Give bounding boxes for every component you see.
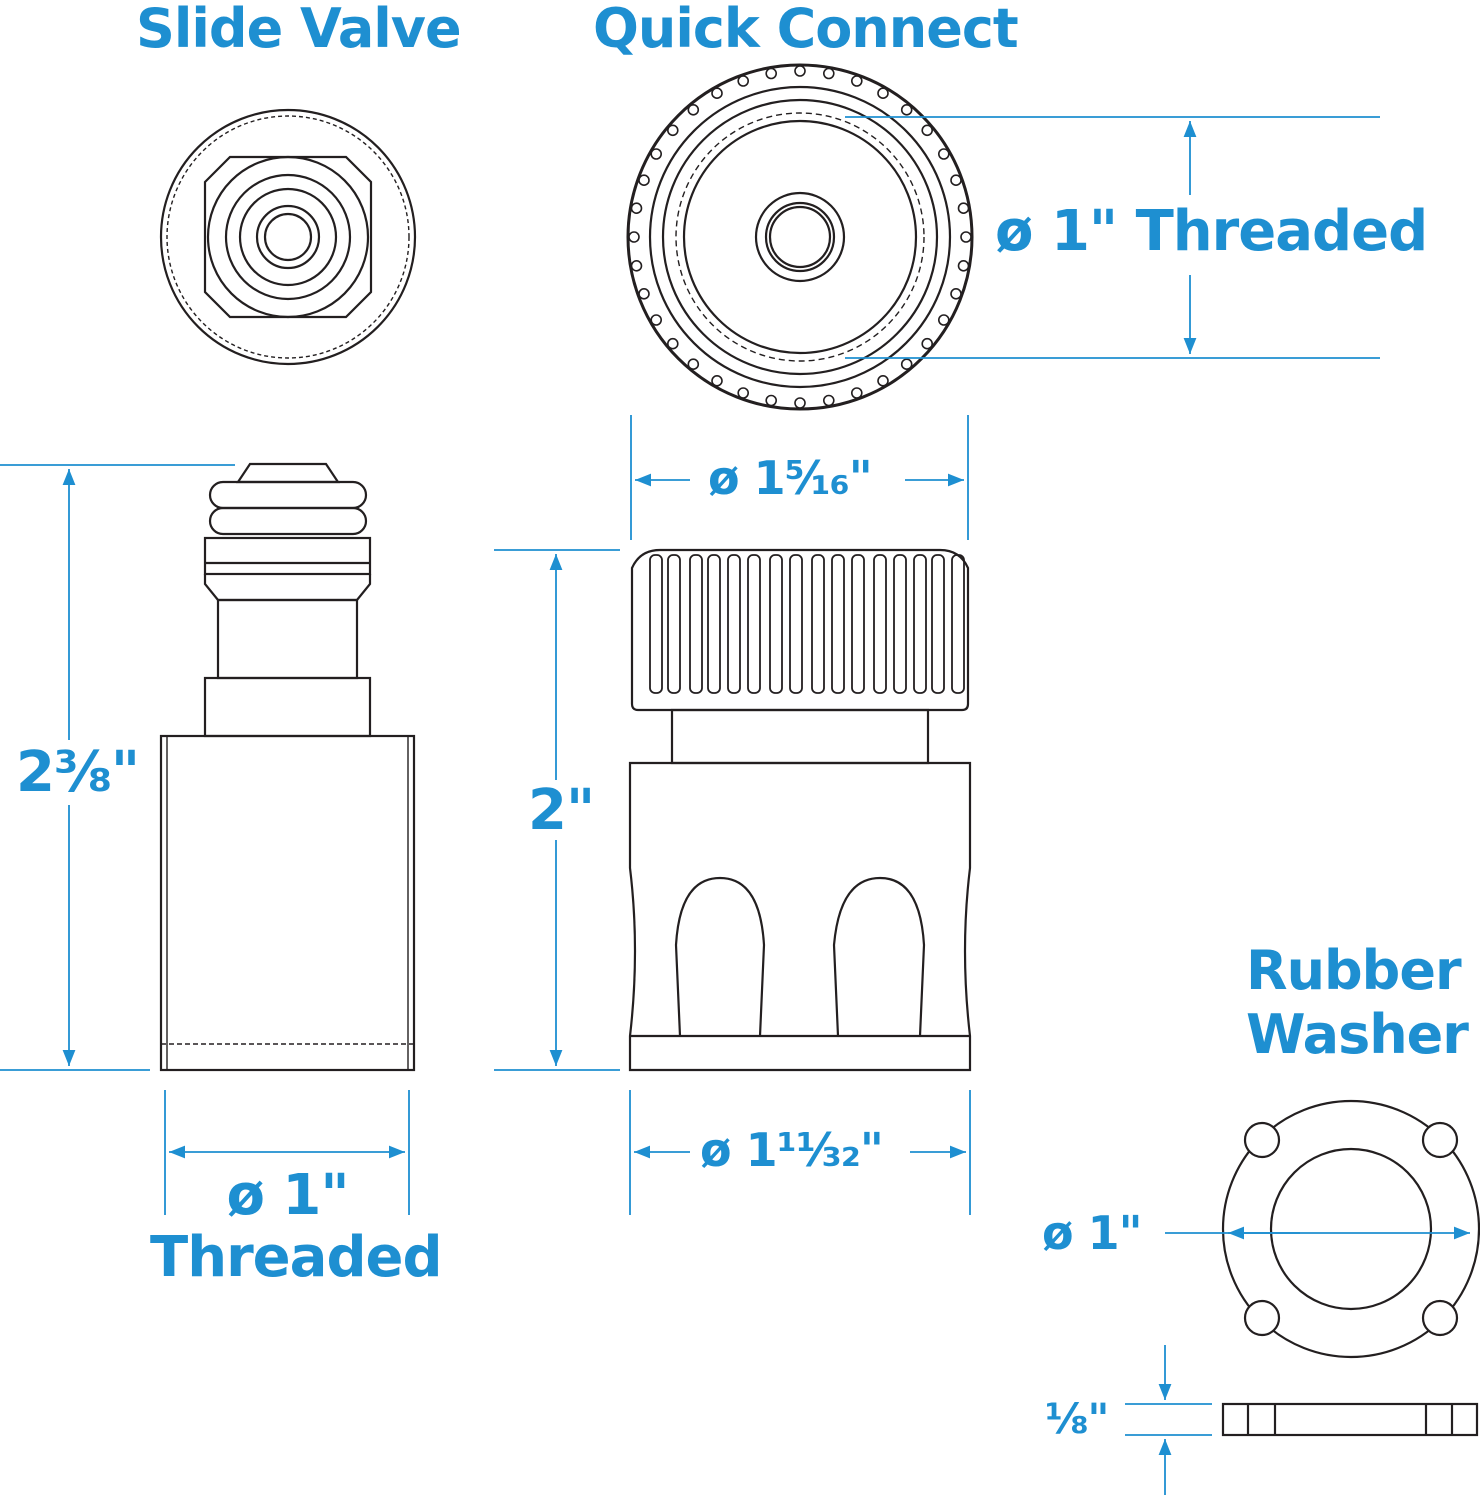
knurl-bump xyxy=(638,174,650,186)
knurl-bump xyxy=(711,374,723,387)
knurl-bump xyxy=(630,202,643,214)
grip-rib xyxy=(951,554,965,694)
knurl-bump xyxy=(921,124,934,137)
rubber-washer-title-line2: Washer xyxy=(1246,1003,1469,1066)
dimension-lines xyxy=(0,116,1470,1495)
quick-connect-title: Quick Connect xyxy=(593,0,1019,60)
knurl-bump xyxy=(822,67,835,80)
knurl-bump xyxy=(877,87,889,99)
grip-rib xyxy=(707,554,721,694)
knurl-bump xyxy=(921,337,934,350)
slide-valve-thread-dimension-line1: ø 1" xyxy=(226,1163,349,1228)
slide-valve-side-view xyxy=(159,462,416,1072)
knurl-bump xyxy=(877,374,889,387)
knurl-bump xyxy=(650,314,663,326)
knurl-bump xyxy=(937,314,950,326)
rubber-washer-side-view xyxy=(1221,1402,1479,1437)
washer-diameter-dimension: ø 1" xyxy=(1042,1206,1143,1260)
grip-rib xyxy=(831,554,845,694)
knurl-bump xyxy=(850,387,863,399)
grip-rib xyxy=(811,554,825,694)
knurl-bump xyxy=(937,148,950,160)
grip-rib xyxy=(727,554,741,694)
grip-rib xyxy=(769,554,783,694)
slide-valve-title: Slide Valve xyxy=(136,0,462,60)
rubber-washer-title-line1: Rubber xyxy=(1246,939,1462,1002)
grip-rib xyxy=(931,554,945,694)
grip-rib xyxy=(689,554,703,694)
grip-rib xyxy=(913,554,927,694)
grip-rib xyxy=(851,554,865,694)
knurl-bump xyxy=(957,259,970,272)
slide-valve-top-view xyxy=(159,108,417,366)
knurl-bump xyxy=(957,202,970,214)
knurl-bump xyxy=(950,287,962,300)
knurl-bump xyxy=(687,358,700,371)
knurl-bump xyxy=(900,358,913,371)
washer-thickness-dimension: ⅛" xyxy=(1045,1394,1109,1443)
qc-thread-dimension: ø 1" Threaded xyxy=(995,199,1428,264)
knurl-bump xyxy=(666,337,679,350)
grip-rib xyxy=(747,554,761,694)
grip-rib xyxy=(873,554,887,694)
knurl-bump xyxy=(850,75,863,87)
slide-valve-thread-dimension-line2: Threaded xyxy=(150,1225,443,1290)
knurl-bump xyxy=(794,397,806,409)
knurl-bump xyxy=(687,104,700,116)
knurl-bump xyxy=(737,75,750,87)
knurl-bump xyxy=(737,387,750,399)
grip-rib xyxy=(893,554,907,694)
knurl-bump xyxy=(638,287,650,300)
knurl-bump xyxy=(960,231,972,243)
grip-rib xyxy=(789,554,803,694)
quick-connect-top-view xyxy=(626,63,974,411)
knurl-bump xyxy=(628,231,640,243)
knurl-bump xyxy=(765,67,778,80)
qc-bottom-diameter-dimension: ø 1¹¹⁄₃₂" xyxy=(700,1123,884,1177)
grip-rib xyxy=(667,554,681,694)
knurl-bump xyxy=(666,124,679,137)
knurl-bump xyxy=(822,394,835,407)
grip-rib xyxy=(649,554,663,694)
knurl-bump xyxy=(900,104,913,116)
quick-connect-side-view xyxy=(628,548,972,1072)
knurl-bump xyxy=(711,87,723,99)
knurl-bump xyxy=(630,259,643,272)
rubber-washer-top-view xyxy=(1221,1099,1480,1359)
knurl-bump xyxy=(650,148,663,160)
knurl-bump xyxy=(765,394,778,407)
qc-top-diameter-dimension: ø 1⁵⁄₁₆" xyxy=(708,451,873,505)
qc-height-dimension: 2" xyxy=(528,778,595,843)
knurl-bump xyxy=(950,174,962,186)
knurl-bump xyxy=(794,65,806,77)
slide-valve-height-dimension: 2⅜" xyxy=(16,740,140,805)
